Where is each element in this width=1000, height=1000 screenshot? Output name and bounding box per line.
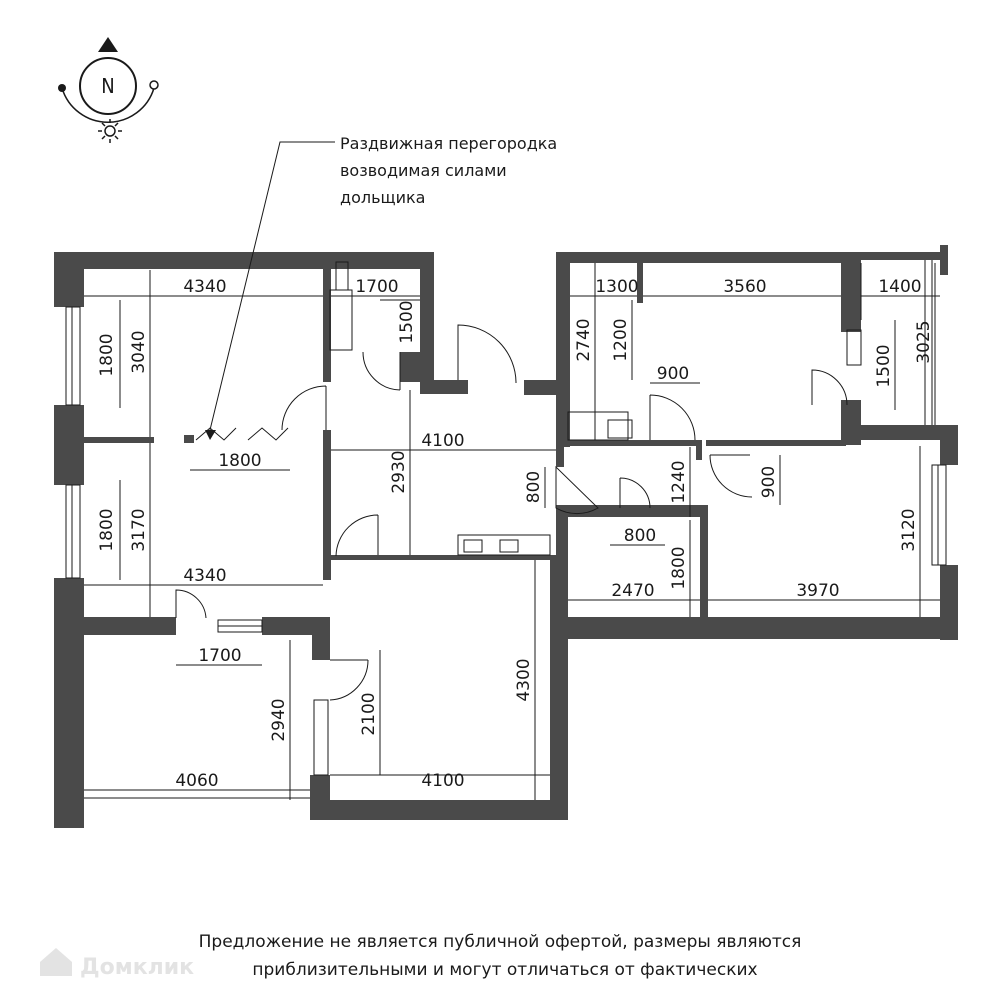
dim-bath-right-height: 2740: [574, 318, 594, 361]
dim-corridor-door: 900: [759, 466, 779, 498]
annotation-line-1: Раздвижная перегородка: [340, 134, 557, 153]
dim-balcony-door: 1700: [198, 646, 241, 666]
dim-bedroom-mid-left-width: 4340: [183, 566, 226, 586]
dim-balcony-height: 2940: [269, 698, 289, 741]
dim-hall-height: 2930: [389, 450, 409, 493]
dim-living-height: 4300: [514, 658, 534, 701]
doors: [175, 324, 862, 776]
dim-bath-right-width: 1300: [595, 277, 638, 297]
dim-bedroom-top-left-window: 1800: [97, 333, 117, 376]
dim-kitchen-door: 900: [657, 364, 689, 384]
dim-bedroom-top-left-width: 4340: [183, 277, 226, 297]
dimension-lines: [84, 263, 940, 800]
disclaimer-line-2: приблизительными и могут отличаться от ф…: [252, 960, 757, 980]
disclaimer: Предложение не является публичной оферто…: [199, 932, 802, 980]
dim-bedroom-mid-left-window: 1800: [97, 508, 117, 551]
walls: [54, 245, 958, 828]
annotation-line-2: возводимая силами: [340, 161, 507, 180]
disclaimer-line-1: Предложение не является публичной оферто…: [199, 932, 802, 952]
dim-bedroom-right-width: 3970: [796, 581, 839, 601]
sun-icon: [98, 119, 122, 143]
dim-living-width: 4100: [421, 771, 464, 791]
dim-kitchen-width: 3560: [723, 277, 766, 297]
dim-bathroom-top-width: 1700: [355, 277, 398, 297]
dim-loggia-width: 1400: [878, 277, 921, 297]
dim-closet-door: 800: [524, 471, 544, 503]
dimension-labels: 4340 1800 3040 1700 1500 1800 4100 2930 …: [97, 277, 934, 791]
dim-hall-width: 4100: [421, 431, 464, 451]
dim-loggia-door: 1500: [874, 344, 894, 387]
annotation: Раздвижная перегородка возводимая силами…: [205, 134, 557, 440]
dim-corridor-height: 1240: [669, 460, 689, 503]
dim-living-door: 2100: [359, 692, 379, 735]
dim-balcony-width: 4060: [175, 771, 218, 791]
fixtures: [329, 261, 633, 556]
windows: [65, 260, 947, 799]
watermark-text: Домклик: [80, 955, 194, 980]
compass-label: N: [101, 74, 114, 98]
compass-north-icon: N: [58, 37, 159, 124]
annotation-line-3: дольщика: [340, 188, 425, 207]
dim-bedroom-top-left-height: 3040: [129, 330, 149, 373]
dim-bedroom-right-height: 3120: [899, 508, 919, 551]
dim-wc-door: 800: [624, 526, 656, 546]
dim-wc-width: 2470: [611, 581, 654, 601]
dim-wc-height: 1800: [669, 546, 689, 589]
dim-bathroom-top-height: 1500: [397, 300, 417, 343]
dim-loggia-height: 3025: [914, 320, 934, 363]
watermark: Домклик: [40, 948, 194, 980]
dim-bath-right-inner: 1200: [611, 318, 631, 361]
dim-bedroom-mid-left-height: 3170: [129, 508, 149, 551]
dim-partition-width: 1800: [218, 451, 261, 471]
